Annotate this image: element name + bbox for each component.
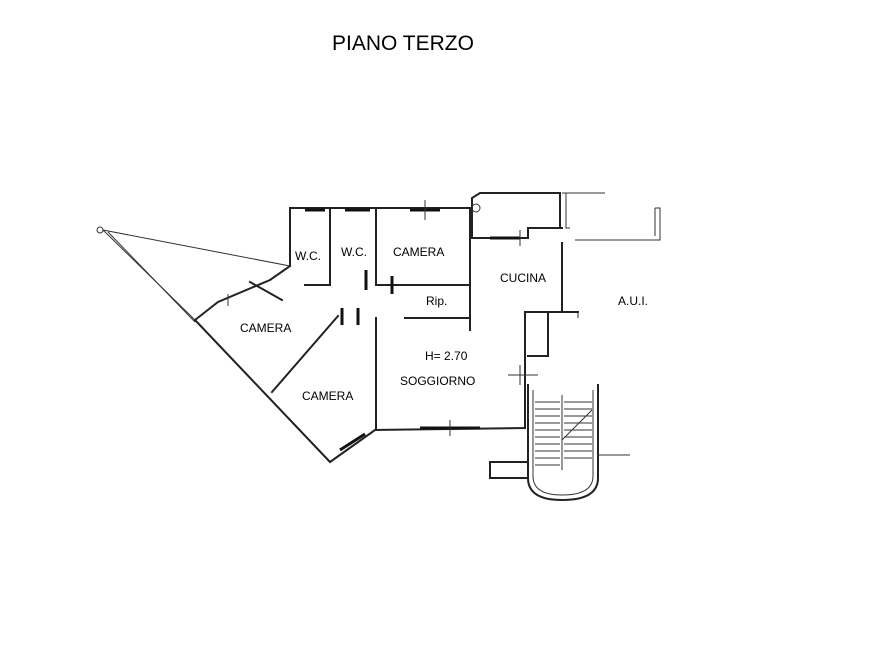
- floor-title: PIANO TERZO: [332, 32, 474, 55]
- label-aui: A.U.I.: [618, 294, 648, 308]
- label-soggiorno: SOGGIORNO: [400, 374, 475, 388]
- interior-walls: [248, 207, 529, 431]
- adjacent-property: [562, 192, 661, 318]
- label-wc-left: W.C.: [295, 249, 321, 263]
- label-camera-bottom: CAMERA: [302, 389, 353, 403]
- label-camera-top: CAMERA: [393, 245, 444, 259]
- room-labels: W.C. W.C. CAMERA CUCINA Rip. A.U.I. CAME…: [240, 245, 648, 403]
- label-ripostiglio: Rip.: [426, 294, 447, 308]
- label-camera-left: CAMERA: [240, 321, 291, 335]
- label-wc-right: W.C.: [341, 245, 367, 259]
- openings: [227, 200, 538, 452]
- stair-treads-left: [535, 401, 560, 466]
- terrace: [96, 226, 291, 323]
- label-cucina: CUCINA: [500, 271, 546, 285]
- staircase: [489, 384, 630, 502]
- stair-treads-right: [564, 401, 592, 459]
- label-height: H= 2.70: [425, 349, 468, 363]
